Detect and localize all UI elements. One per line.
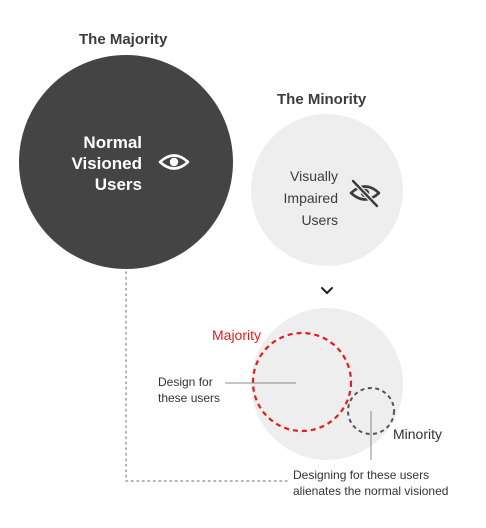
dotted-connector [125, 271, 289, 482]
chevron-down-icon [321, 287, 333, 294]
minority-line-1: Visually [290, 168, 338, 184]
venn-background-circle [251, 308, 403, 460]
majority-circle-label: Normal Visioned Users [70, 132, 142, 195]
majority-line-3: Users [94, 175, 142, 194]
design-for-line-2: these users [158, 391, 221, 405]
minority-line-3: Users [301, 212, 338, 228]
majority-line-2: Visioned [71, 154, 142, 173]
majority-dashed-circle [251, 331, 353, 433]
minority-heading: The Minority [277, 91, 367, 108]
majority-circle [19, 55, 233, 269]
venn-majority-label: Majority [212, 327, 262, 343]
majority-line-1: Normal [83, 133, 142, 152]
designing-line-2: alienates the normal visioned [293, 484, 449, 498]
minority-circle-label: Visually Impaired Users [262, 165, 338, 231]
designing-label: Designing for these users alienates the … [293, 467, 448, 499]
design-for-line-1: Design for [158, 375, 213, 389]
minority-circle [251, 114, 403, 266]
design-for-label: Design for these users [158, 374, 220, 406]
eye-icon [158, 154, 190, 170]
minority-line-2: Impaired [283, 190, 338, 206]
majority-heading: The Majority [79, 31, 168, 48]
venn-minority-label: Minority [393, 426, 443, 442]
eye-slash-icon [349, 179, 381, 208]
designing-line-1: Designing for these users [293, 468, 430, 482]
